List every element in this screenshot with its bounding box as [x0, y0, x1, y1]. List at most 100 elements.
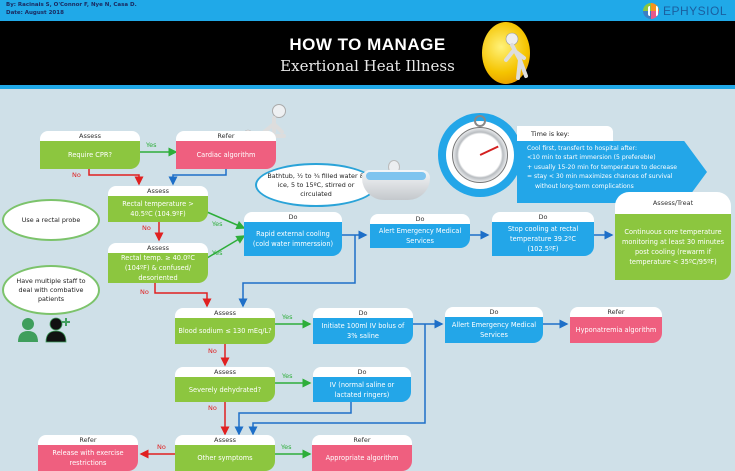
label-no: No [72, 171, 81, 179]
page-title: HOW TO MANAGE [289, 35, 446, 54]
node-dehydrated: Assess Severely dehydrated? [175, 367, 275, 402]
page-subtitle: Exertional Heat Illness [280, 57, 455, 75]
stopwatch-icon [452, 127, 508, 183]
node-type: Refer [176, 131, 276, 141]
node-text: Blood sodium ≤ 130 mEq/L? [175, 318, 275, 344]
label-yes: Yes [212, 220, 223, 228]
node-text: Appropriate algorithm [312, 445, 412, 471]
label-no: No [142, 224, 151, 232]
note-rectal-probe: Use a rectal probe [2, 199, 100, 241]
node-stop-cooling: Do Stop cooling at rectal temperature 39… [492, 212, 594, 256]
arrow-bolus-other [248, 324, 426, 436]
label-yes: Yes [282, 313, 293, 321]
header-divider [0, 85, 735, 89]
node-type: Refer [570, 307, 662, 317]
arrow-cpr-no [88, 168, 144, 186]
logo-text: EPHYSIOL [662, 3, 727, 18]
ephysiol-logo: EPHYSIOL [642, 2, 727, 19]
node-rectal-confused: Assess Rectal temp. ≥ 40.0ºC (104ºF) & c… [108, 243, 208, 283]
time-key-line: = stay < 30 min maximizes chances of sur… [527, 173, 673, 181]
time-key-line: + usually 15-20 min for temperature to d… [527, 163, 678, 171]
node-monitoring: Assess/Treat Continuous core temperature… [615, 192, 731, 280]
time-key-heading: Time is key: [517, 126, 613, 142]
node-type: Do [313, 308, 413, 318]
node-other-symptoms: Assess Other symptoms [175, 435, 275, 471]
arrow-cooling-sodium [238, 235, 356, 308]
node-type: Do [445, 307, 543, 317]
time-key-line: <10 min to start immersion (5 preferebIe… [527, 154, 656, 162]
node-release: Refer Release with exercise restrictions [38, 435, 138, 471]
node-cardiac-algorithm: Refer Cardiac algorithm [176, 131, 276, 169]
node-text: Other symptoms [175, 445, 275, 471]
date: Date: August 2018 [6, 9, 64, 16]
node-type: Assess [175, 367, 275, 377]
node-text: Rectal temp. ≥ 40.0ºC (104ºF) & confused… [108, 253, 208, 283]
node-text: Hyponatremia algorithm [570, 317, 662, 343]
logo-figure-icon [642, 2, 659, 19]
node-text: Alert Emergency Medical Services [370, 224, 470, 248]
node-text: Stop cooling at rectal temperature 39.2º… [492, 222, 594, 256]
fallen-figure-icon [272, 104, 286, 118]
arrow-confused-no [154, 281, 212, 308]
credits: By: Racinais S, O'Connor F, Nye N, Casa … [6, 2, 137, 17]
node-type: Assess [40, 131, 140, 141]
node-type: Refer [312, 435, 412, 445]
person-icon [18, 318, 38, 342]
node-hyponatremia: Refer Hyponatremia algorithm [570, 307, 662, 343]
label-yes: Yes [146, 141, 157, 149]
node-text: Cardiac algorithm [176, 141, 276, 169]
label-no: No [157, 443, 166, 451]
label-no: No [208, 404, 217, 412]
note-multiple-staff: Have multiple staff to deal with combati… [2, 265, 100, 315]
label-no: No [140, 288, 149, 296]
node-text: Rectal temperature > 40.5ºC (104.9ºF) [108, 196, 208, 222]
node-alert-ems: Do Alert Emergency Medical Services [370, 214, 470, 248]
node-type: Assess [175, 308, 275, 318]
arrow-cardiac [168, 168, 227, 186]
staff-icons [18, 317, 70, 343]
node-type: Refer [38, 435, 138, 445]
node-type: Assess [175, 435, 275, 445]
node-type: Do [244, 212, 342, 222]
arrow-rectal-yes [206, 211, 246, 230]
sun-icon [482, 22, 530, 84]
node-require-cpr: Assess Require CPR? [40, 131, 140, 169]
node-text: IV (normal saline or lactated ringers) [313, 377, 411, 402]
node-text: Continuous core temperature monitoring a… [615, 214, 731, 280]
time-key-line: Cool first, transfert to hospital after: [527, 145, 638, 152]
node-type: Do [492, 212, 594, 222]
note-bathtub: Bathtub, ½ to ¾ filled water & ice, 5 to… [255, 163, 377, 207]
stopwatch-crown [474, 115, 486, 127]
node-iv-bolus: Do Initiate 100ml IV bolus of 3% saline [313, 308, 413, 344]
node-type: Assess [108, 186, 208, 196]
node-blood-sodium: Assess Blood sodium ≤ 130 mEq/L? [175, 308, 275, 344]
label-yes: Yes [282, 372, 293, 380]
arrow-saline-other [234, 400, 352, 436]
label-yes: Yes [281, 443, 292, 451]
node-text: Require CPR? [40, 141, 140, 169]
arrow-confused-yes [206, 235, 246, 259]
title-banner [0, 21, 735, 85]
label-no: No [208, 347, 217, 355]
node-text: Severely dehydrated? [175, 377, 275, 402]
exhausted-figure-icon [504, 32, 528, 80]
time-key-line: without long-term complications [535, 182, 634, 190]
node-text: Initiate 100ml IV bolus of 3% saline [313, 318, 413, 344]
node-rectal-temperature: Assess Rectal temperature > 40.5ºC (104.… [108, 186, 208, 222]
node-allert-ems: Do Allert Emergency Medical Services [445, 307, 543, 343]
label-yes: Yes [212, 249, 223, 257]
node-iv-saline: Do IV (normal saline or lactated ringers… [313, 367, 411, 402]
top-bar [0, 0, 735, 21]
authors: By: Racinais S, O'Connor F, Nye N, Casa … [6, 2, 137, 8]
bath-water [366, 172, 426, 180]
node-type: Assess/Treat [615, 192, 731, 214]
node-type: Assess [108, 243, 208, 253]
node-type: Do [313, 367, 411, 377]
node-text: Rapid external cooling (cold water immer… [244, 222, 342, 256]
node-appropriate-algorithm: Refer Appropriate algorithm [312, 435, 412, 471]
node-text: Allert Emergency Medical Services [445, 317, 543, 343]
node-type: Do [370, 214, 470, 224]
node-text: Release with exercise restrictions [38, 445, 138, 471]
node-rapid-cooling: Do Rapid external cooling (cold water im… [244, 212, 342, 256]
